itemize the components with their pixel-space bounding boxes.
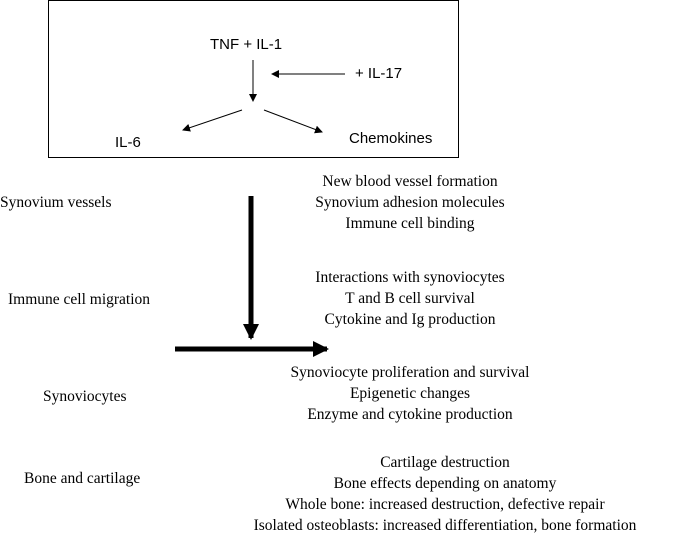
effect-bone-3: Whole bone: increased destruction, defec… [285, 496, 605, 513]
effect-immune-3: Cytokine and Ig production [324, 311, 496, 328]
effect-bone-1: Cartilage destruction [380, 454, 510, 471]
stage-label-synoviocytes: Synoviocytes [43, 388, 127, 405]
effect-vessels-2: Synovium adhesion molecules [315, 194, 505, 211]
effect-synoviocytes-2: Epigenetic changes [349, 385, 471, 402]
stage-label-vessels: Synovium vessels [0, 194, 112, 211]
source-label: TNF + IL-1 [210, 36, 283, 53]
effect-vessels-1: New blood vessel formation [322, 173, 498, 190]
chemokines-label: Chemokines [349, 130, 433, 147]
effect-immune-1: Interactions with synoviocytes [315, 269, 505, 286]
cytokine-box [48, 0, 459, 158]
il6-label: IL-6 [115, 134, 141, 151]
effect-bone-2: Bone effects depending on anatomy [333, 475, 557, 492]
arrow-to-chemokines [263, 109, 323, 134]
modifier-label: + IL-17 [355, 65, 403, 82]
effect-synoviocytes-3: Enzyme and cytokine production [307, 406, 513, 423]
stage-label-immune: Immune cell migration [8, 291, 151, 308]
effect-vessels-3: Immune cell binding [345, 215, 475, 232]
effect-immune-2: T and B cell survival [345, 290, 475, 307]
stage-label-bone: Bone and cartilage [24, 470, 141, 487]
arrow-to-il6 [182, 109, 243, 132]
effect-synoviocytes-1: Synoviocyte proliferation and survival [290, 364, 530, 381]
effect-bone-4: Isolated osteoblasts: increased differen… [253, 517, 637, 534]
